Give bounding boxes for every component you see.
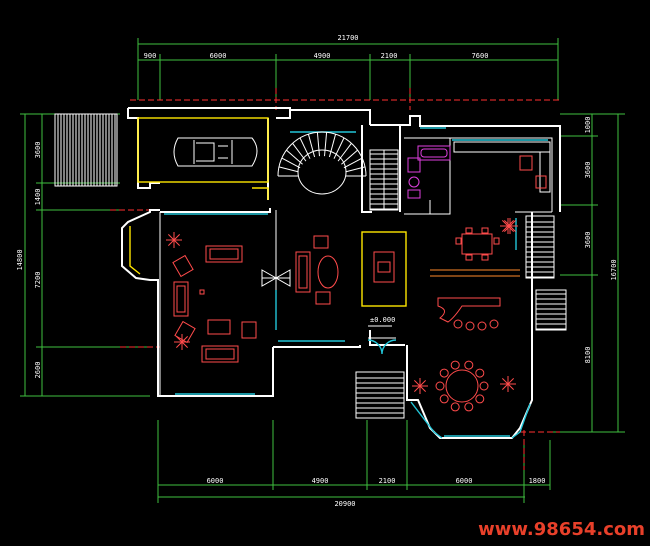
- stair-tread: [316, 132, 320, 157]
- right-total-dim: 16700: [610, 259, 618, 280]
- left-dim-3: 7200: [34, 272, 42, 289]
- chair: [450, 402, 460, 412]
- right-dim-2: 3600: [584, 162, 592, 179]
- top-dim-3: 4900: [314, 52, 331, 60]
- top-dimension-chain: 21700 900 6000 4900 2100 7600: [137, 34, 559, 100]
- watermark: www.98654.com: [478, 519, 645, 540]
- chair: [464, 402, 474, 412]
- entrance-stairs: [355, 371, 405, 419]
- kitchen-counter: [453, 141, 551, 193]
- stair-tread: [281, 157, 301, 169]
- plant-icon: [174, 334, 190, 350]
- right-dim-1: 1000: [584, 117, 592, 134]
- bathroom: [407, 145, 451, 199]
- bottom-dim-5: 1800: [529, 477, 546, 485]
- garage-steps: [54, 113, 118, 187]
- chair: [439, 368, 449, 378]
- stair-tread: [278, 166, 299, 173]
- bottom-dim-1: 6000: [207, 477, 224, 485]
- left-dim-2: 1400: [34, 189, 42, 206]
- stair-tread: [299, 137, 311, 159]
- bottom-dim-3: 2100: [379, 477, 396, 485]
- left-total-dim: 14800: [16, 249, 24, 270]
- round-dining-table: [435, 360, 489, 412]
- chair: [475, 368, 485, 378]
- stair-tread: [292, 143, 307, 162]
- bar-counter: [437, 297, 501, 331]
- top-dim-2: 6000: [210, 52, 227, 60]
- interior-walls: [159, 125, 553, 396]
- chair: [475, 394, 485, 404]
- axis-lines: [110, 88, 560, 470]
- plant-icon: [500, 376, 516, 392]
- top-total-dim: 21700: [337, 34, 358, 42]
- bottom-dim-4: 6000: [456, 477, 473, 485]
- windows: [164, 127, 548, 395]
- east-stairs-lower: [535, 289, 567, 331]
- stair-tread: [345, 166, 366, 173]
- car-icon: [173, 137, 258, 167]
- left-dim-1: 3600: [34, 142, 42, 159]
- left-dim-4: 2600: [34, 362, 42, 379]
- exterior-walls: [121, 107, 561, 439]
- east-stairs-upper: [525, 215, 555, 279]
- dining-table: [455, 227, 500, 261]
- spiral-staircase: [277, 131, 367, 195]
- plant-icon: [412, 378, 428, 394]
- garage: [137, 117, 269, 200]
- chair: [464, 360, 474, 370]
- bottom-dimension-chain: 6000 4900 2100 6000 1800 20900: [157, 420, 551, 508]
- floor-level-mark: ±0.000: [370, 316, 395, 324]
- top-dim-1: 900: [144, 52, 157, 60]
- top-dim-4: 2100: [381, 52, 398, 60]
- stair-tread: [337, 143, 352, 162]
- stair-tread: [333, 137, 345, 159]
- stair-tread: [324, 132, 328, 157]
- stair-tread: [343, 157, 363, 169]
- bottom-total-dim: 20900: [334, 500, 355, 508]
- stair-tread: [286, 149, 303, 165]
- living-room-furniture: [172, 245, 257, 363]
- chair: [450, 360, 460, 370]
- chair: [435, 381, 445, 391]
- plant-icon: [166, 232, 182, 248]
- family-room-furniture: [295, 231, 407, 307]
- plant-icon: [500, 218, 516, 234]
- right-dim-4: 8100: [584, 347, 592, 364]
- doors: [261, 269, 397, 355]
- chair: [439, 394, 449, 404]
- plant-icons: [166, 218, 518, 394]
- right-dim-3: 3600: [584, 232, 592, 249]
- bottom-dim-2: 4900: [312, 477, 329, 485]
- service-stair: [369, 149, 399, 211]
- stair-tread: [341, 149, 358, 165]
- stair-tread: [328, 134, 337, 158]
- stair-tread: [307, 134, 316, 158]
- right-dimension-chain: 1000 3600 3600 8100 16700: [550, 113, 625, 433]
- chair: [479, 381, 489, 391]
- top-dim-5: 7600: [472, 52, 489, 60]
